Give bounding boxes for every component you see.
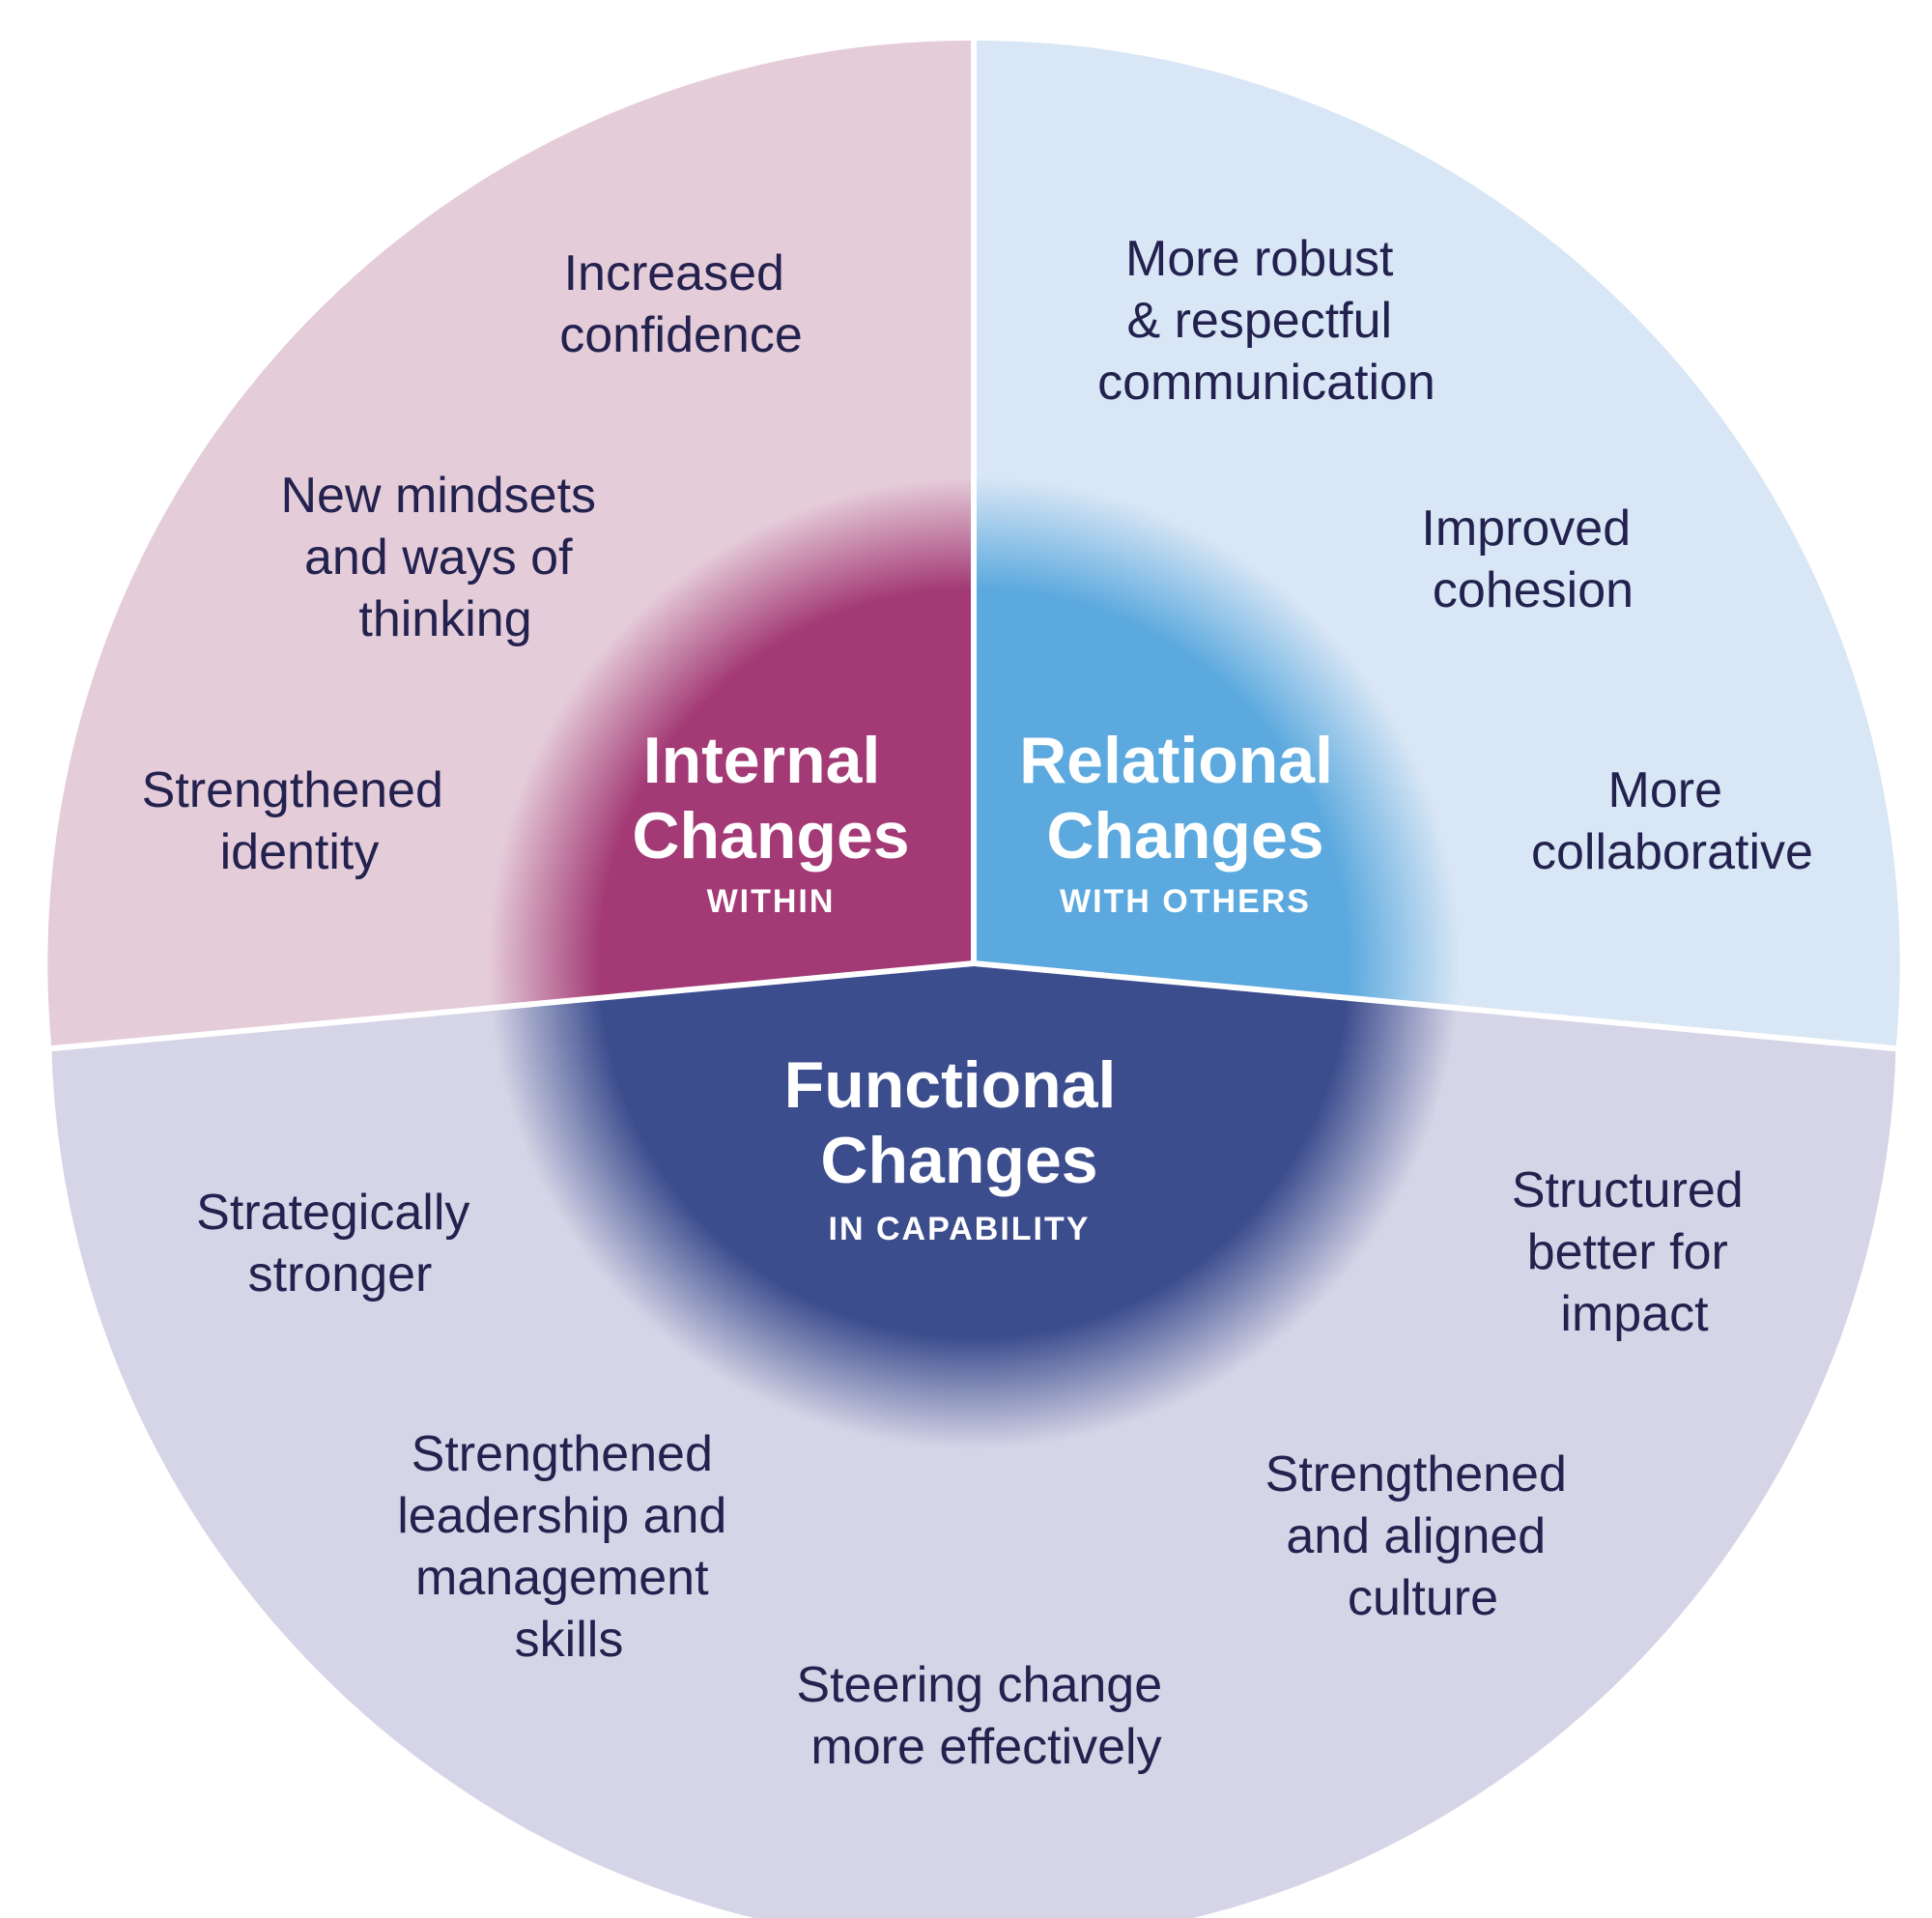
divider-right bbox=[973, 960, 1910, 1053]
outcome-line: & respectful bbox=[1126, 293, 1392, 349]
internal-core bbox=[487, 477, 974, 1009]
outcome-robust-communication: More robust & respectful communication bbox=[1097, 231, 1435, 411]
outcome-line: Structured bbox=[1512, 1162, 1744, 1218]
relational-core-title-line1: Relational bbox=[1019, 724, 1333, 797]
outcome-line: Strategically bbox=[196, 1185, 469, 1241]
outcome-line: Increased bbox=[564, 245, 784, 301]
outcome-line: Strengthened bbox=[1265, 1446, 1567, 1503]
outcome-line: collaborative bbox=[1531, 824, 1813, 880]
outcome-line: Steering change bbox=[796, 1657, 1162, 1713]
outcome-increased-confidence: Increased confidence bbox=[559, 245, 803, 363]
internal-core-subtitle: WITHIN bbox=[707, 883, 836, 920]
outcome-line: management bbox=[415, 1550, 709, 1606]
outcome-line: thinking bbox=[358, 591, 531, 647]
outcome-line: cohesion bbox=[1433, 562, 1634, 618]
outcome-line: more effectively bbox=[810, 1719, 1161, 1775]
functional-core-subtitle: IN CAPABILITY bbox=[829, 1211, 1091, 1247]
outcome-line: stronger bbox=[248, 1246, 433, 1303]
functional-core-title: Functional Changes bbox=[784, 1048, 1135, 1197]
outcome-line: Strengthened bbox=[412, 1426, 713, 1482]
functional-core bbox=[490, 963, 1458, 1450]
sector-dividers bbox=[38, 29, 1910, 1053]
relational-core-subtitle: WITH OTHERS bbox=[1060, 883, 1311, 920]
divider-left bbox=[38, 960, 975, 1053]
relational-core-title-line2: Changes bbox=[1046, 799, 1323, 873]
outcome-strategically-stronger: Strategically stronger bbox=[196, 1185, 484, 1303]
outcome-more-collaborative: More collaborative bbox=[1531, 762, 1813, 880]
outcome-line: and ways of bbox=[304, 530, 573, 586]
outcome-line: More robust bbox=[1125, 231, 1394, 287]
outcome-new-mindsets: New mindsets and ways of thinking bbox=[280, 468, 610, 647]
outcome-steering-change: Steering change more effectively bbox=[796, 1657, 1176, 1775]
outcome-structured-impact: Structured better for impact bbox=[1512, 1162, 1757, 1342]
outcome-leadership-skills: Strengthened leadership and management s… bbox=[397, 1426, 741, 1668]
outcome-line: New mindsets bbox=[280, 468, 596, 524]
outcome-line: and aligned bbox=[1286, 1508, 1546, 1564]
outcome-line: confidence bbox=[559, 307, 803, 363]
outcome-line: Strengthened bbox=[142, 762, 443, 818]
outcome-line: More bbox=[1608, 762, 1722, 818]
functional-core-title-line2: Changes bbox=[820, 1124, 1097, 1197]
outcome-aligned-culture: Strengthened and aligned culture bbox=[1265, 1446, 1581, 1626]
internal-core-title: Internal Changes bbox=[632, 724, 909, 873]
outcome-strengthened-identity: Strengthened identity bbox=[142, 762, 458, 880]
outcome-line: culture bbox=[1348, 1570, 1498, 1626]
relational-core bbox=[974, 476, 1461, 1009]
outcome-line: better for bbox=[1527, 1224, 1728, 1280]
outcome-line: leadership and bbox=[397, 1488, 726, 1544]
outcome-line: impact bbox=[1560, 1286, 1709, 1342]
relational-core-title: Relational Changes bbox=[1019, 724, 1351, 873]
functional-core-title-line1: Functional bbox=[784, 1048, 1117, 1122]
outcome-line: communication bbox=[1097, 355, 1435, 411]
internal-core-title-line1: Internal bbox=[643, 724, 881, 797]
outcome-line: identity bbox=[220, 824, 380, 880]
outcome-improved-cohesion: Improved cohesion bbox=[1421, 501, 1644, 618]
outcome-line: skills bbox=[515, 1612, 624, 1668]
outcome-line: Improved bbox=[1421, 501, 1631, 557]
internal-core-title-line2: Changes bbox=[632, 799, 909, 873]
